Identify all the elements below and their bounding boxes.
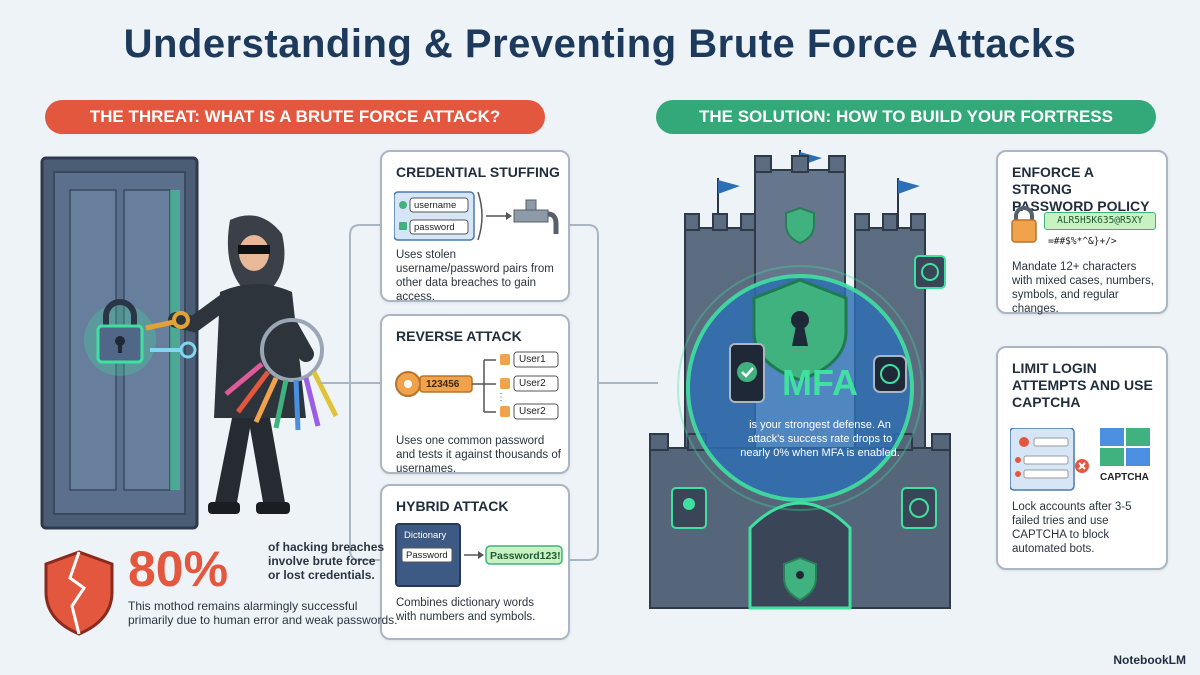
card-description: Mandate 12+ characters with mixed cases,…	[1012, 261, 1154, 315]
hybrid-result: Password123!	[490, 550, 561, 562]
card-description: Uses one common password and tests it ag…	[396, 435, 561, 475]
card-description: Combines dictionary words with numbers a…	[396, 597, 536, 623]
user-label: User1	[519, 354, 546, 365]
solution-banner: THE SOLUTION: HOW TO BUILD YOUR FORTRESS	[656, 100, 1156, 134]
vault-hacker-illustration	[40, 156, 339, 530]
key-text: 123456	[426, 379, 460, 390]
password-sample: ALR5H5K635@R5XY	[1044, 212, 1156, 230]
reverse-attack-illustration: ⋮	[395, 351, 559, 420]
mfa-description: is your strongest defense. An attack's s…	[740, 419, 900, 459]
card-title: REVERSE ATTACK	[396, 328, 522, 344]
glow-key-icon	[150, 341, 197, 359]
card-description: Lock accounts after 3-5 failed tries and…	[1012, 501, 1132, 555]
threat-connectors	[320, 224, 380, 561]
page-title: Understanding & Preventing Brute Force A…	[123, 22, 1077, 66]
svg-text:⋮: ⋮	[496, 392, 506, 403]
book-title: Dictionary	[404, 530, 447, 541]
login-limit-card: LIMIT LOGIN ATTEMPTS AND USE CAPTCHA CAP…	[996, 346, 1168, 570]
hybrid-attack-card: HYBRID ATTACK Dictionary Password Passwo…	[380, 484, 570, 640]
credential-stuffing-card: CREDENTIAL STUFFING username password Us…	[380, 150, 570, 303]
castle-fortress-illustration	[649, 150, 951, 610]
captcha-label: CAPTCHA	[1100, 472, 1149, 483]
card-title: ENFORCE A STRONG PASSWORD POLICY	[1012, 164, 1150, 214]
password-symbols: =##$%*^&}+/>	[1048, 236, 1117, 247]
mfa-label: MFA	[782, 362, 858, 403]
password-policy-card: ENFORCE A STRONG PASSWORD POLICY ALR5H5K…	[996, 150, 1168, 315]
user-label: User2	[519, 378, 546, 389]
key-ring-icon	[224, 318, 339, 431]
card-title: HYBRID ATTACK	[396, 498, 509, 514]
solution-connectors	[568, 224, 658, 561]
padlock-icon	[84, 299, 156, 376]
card-title: CREDENTIAL STUFFING	[396, 164, 560, 180]
password-field: password	[414, 222, 455, 233]
notebooklm-watermark: NotebookLM	[1113, 653, 1186, 667]
broken-shield-icon	[44, 550, 114, 636]
book-field: Password	[406, 550, 448, 561]
username-field: username	[414, 200, 457, 211]
stat-description: This mothod remains alarmingly successfu…	[128, 599, 398, 627]
threat-banner: THE THREAT: WHAT IS A BRUTE FORCE ATTACK…	[45, 100, 545, 134]
dictionary-book-icon	[395, 523, 563, 587]
card-title: LIMIT LOGIN ATTEMPTS AND USE CAPTCHA	[1012, 360, 1153, 410]
card-description: Uses stolen username/password pairs from…	[396, 249, 554, 303]
captcha-puzzle-icon	[1100, 428, 1150, 466]
user-label: User2	[519, 406, 546, 417]
login-form-icon	[1010, 428, 1089, 491]
reverse-attack-card: REVERSE ATTACK ⋮ 123456 User1 User2 User…	[380, 314, 570, 475]
stat-value: 80%	[128, 541, 229, 597]
lock-icon	[1011, 206, 1037, 243]
credential-stuffing-illustration	[394, 191, 559, 241]
stat-text: of hacking breaches involve brute force …	[268, 540, 385, 582]
